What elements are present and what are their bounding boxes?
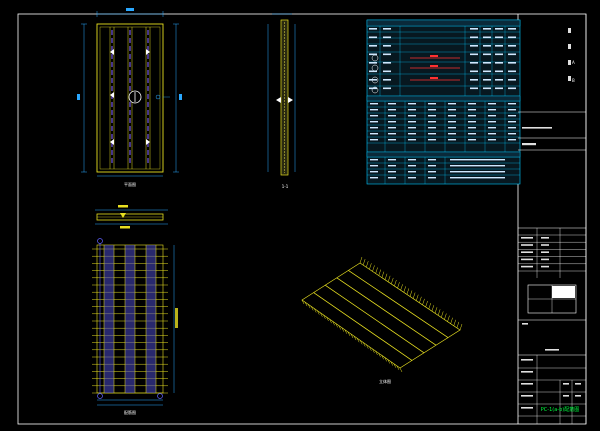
isometric-view (301, 256, 463, 373)
rebar-schedule-tables (366, 19, 521, 185)
iso-view-label: 立体图 (379, 378, 391, 384)
corner-mark-b: B (572, 78, 575, 83)
corner-mark-a: A (572, 60, 575, 65)
side-elevation (267, 13, 296, 176)
cross-section (95, 205, 168, 229)
section-view-label: 1-1 (282, 184, 289, 189)
title-block (518, 28, 586, 424)
rebar-plan-label: 配筋图 (124, 409, 136, 415)
plan-view-label: 平面图 (124, 181, 136, 187)
plan-view (77, 8, 182, 177)
drawing-title: PC-1(a-b)配筋图 (541, 406, 579, 413)
rebar-plan (92, 238, 178, 406)
